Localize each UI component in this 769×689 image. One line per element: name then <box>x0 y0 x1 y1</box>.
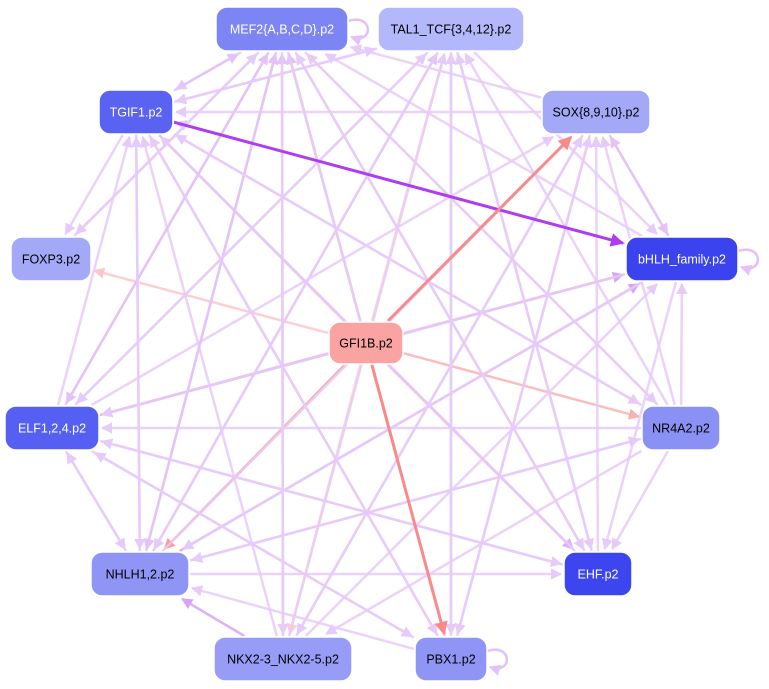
node-label-bhlh: bHLH_family.p2 <box>638 253 726 267</box>
edge-elf-to-ehf <box>99 439 563 567</box>
node-mef2: MEF2{A,B,C,D}.p2 <box>215 6 349 52</box>
node-box-pbx1 <box>414 636 488 682</box>
edge-tgif1-to-nr4a2 <box>173 132 640 405</box>
edge-mef2-to-nhlh <box>143 51 278 551</box>
node-label-gfi1b: GFI1B.p2 <box>339 337 393 351</box>
node-label-mef2: MEF2{A,B,C,D}.p2 <box>230 23 334 37</box>
node-box-foxp3 <box>10 236 92 282</box>
edge-pbx1-to-sox <box>455 135 593 637</box>
node-gfi1b: GFI1B.p2 <box>328 321 404 365</box>
node-box-nkx <box>213 636 353 682</box>
node-label-tgif1: TGIF1.p2 <box>110 106 163 120</box>
node-label-sox: SOX{8,9,10}.p2 <box>553 106 640 120</box>
node-label-tal1: TAL1_TCF{3,4,12}.p2 <box>391 23 512 37</box>
node-label-foxp3: FOXP3.p2 <box>22 253 80 267</box>
edge-nkx-to-nhlh <box>181 597 245 638</box>
edge-tgif1-to-tal1 <box>173 46 377 104</box>
edge-tal1-to-nhlh <box>153 51 439 550</box>
edge-bhlh-to-ehf <box>601 281 678 551</box>
edge-nr4a2-to-bhlh <box>676 282 688 406</box>
edge-elf-to-sox <box>90 135 554 407</box>
node-box-elf <box>4 405 100 451</box>
node-box-nhlh <box>90 551 190 597</box>
node-nr4a2: NR4A2.p2 <box>641 405 721 451</box>
node-box-mef2 <box>215 6 349 52</box>
edge-tgif1-to-foxp3 <box>64 134 124 235</box>
edge-mef2-to-ehf <box>294 51 585 550</box>
edge-mef2-to-nkx <box>277 51 289 636</box>
node-box-bhlh <box>625 236 739 282</box>
node-sox: SOX{8,9,10}.p2 <box>541 89 651 135</box>
node-tal1: TAL1_TCF{3,4,12}.p2 <box>377 6 525 52</box>
node-box-tgif1 <box>98 89 174 135</box>
edge-tgif1-to-mef2 <box>173 52 239 92</box>
node-tgif1: TGIF1.p2 <box>98 89 174 135</box>
edge-gfi1b-to-sox <box>386 135 573 323</box>
edge-mef2-to-elf <box>65 51 270 404</box>
edge-tgif1-to-pbx1 <box>148 134 438 635</box>
edge-sox-to-mef2 <box>349 44 542 99</box>
node-box-sox <box>541 89 651 135</box>
node-label-nr4a2: NR4A2.p2 <box>652 422 710 436</box>
edge-nkx-to-sox <box>295 136 583 637</box>
edge-tgif1-to-nhlh <box>134 134 146 551</box>
self-loop-mef2 <box>347 18 370 46</box>
edge-nr4a2-to-nhlh <box>190 437 642 563</box>
edge-foxp3-to-mef2 <box>73 53 258 237</box>
self-loops-layer <box>347 18 760 676</box>
node-box-tal1 <box>377 6 525 52</box>
node-elf: ELF1,2,4.p2 <box>4 405 100 451</box>
node-box-nr4a2 <box>641 405 721 451</box>
node-label-pbx1: PBX1.p2 <box>426 653 475 667</box>
edge-pbx1-to-nhlh <box>190 585 415 651</box>
edge-nkx-to-bhlh <box>305 283 658 637</box>
edge-bhlh-to-mef2 <box>324 52 643 238</box>
node-label-nhlh: NHLH1,2.p2 <box>106 568 175 582</box>
self-loop-pbx1 <box>486 648 509 676</box>
node-nkx: NKX2-3_NKX2-5.p2 <box>213 636 353 682</box>
node-foxp3: FOXP3.p2 <box>10 236 92 282</box>
self-loop-bhlh <box>737 248 760 276</box>
edge-nhlh-to-elf <box>66 452 128 552</box>
node-box-ehf <box>563 551 633 597</box>
node-nhlh: NHLH1,2.p2 <box>90 551 190 597</box>
nodes-layer: MEF2{A,B,C,D}.p2 TAL1_TCF{3,4,12}.p2TGIF1… <box>4 6 739 682</box>
edge-elf-to-tgif1 <box>56 135 133 406</box>
edge-tgif1-to-bhlh <box>173 120 625 247</box>
edge-gfi1b-to-pbx1 <box>370 364 448 636</box>
edges-layer <box>56 44 688 651</box>
node-box-gfi1b <box>328 321 404 365</box>
node-label-ehf: EHF.p2 <box>578 568 619 582</box>
edge-nr4a2-to-ehf <box>611 450 669 550</box>
node-label-elf: ELF1,2,4.p2 <box>18 422 86 436</box>
node-pbx1: PBX1.p2 <box>414 636 488 682</box>
node-label-nkx: NKX2-3_NKX2-5.p2 <box>227 653 339 667</box>
edge-gfi1b-to-nr4a2 <box>403 352 641 420</box>
edge-bhlh-to-sox <box>609 136 670 237</box>
edge-elf-to-pbx1 <box>91 449 413 638</box>
node-ehf: EHF.p2 <box>563 551 633 597</box>
edge-bhlh-to-nhlh <box>182 280 644 551</box>
node-bhlh: bHLH_family.p2 <box>625 236 739 282</box>
